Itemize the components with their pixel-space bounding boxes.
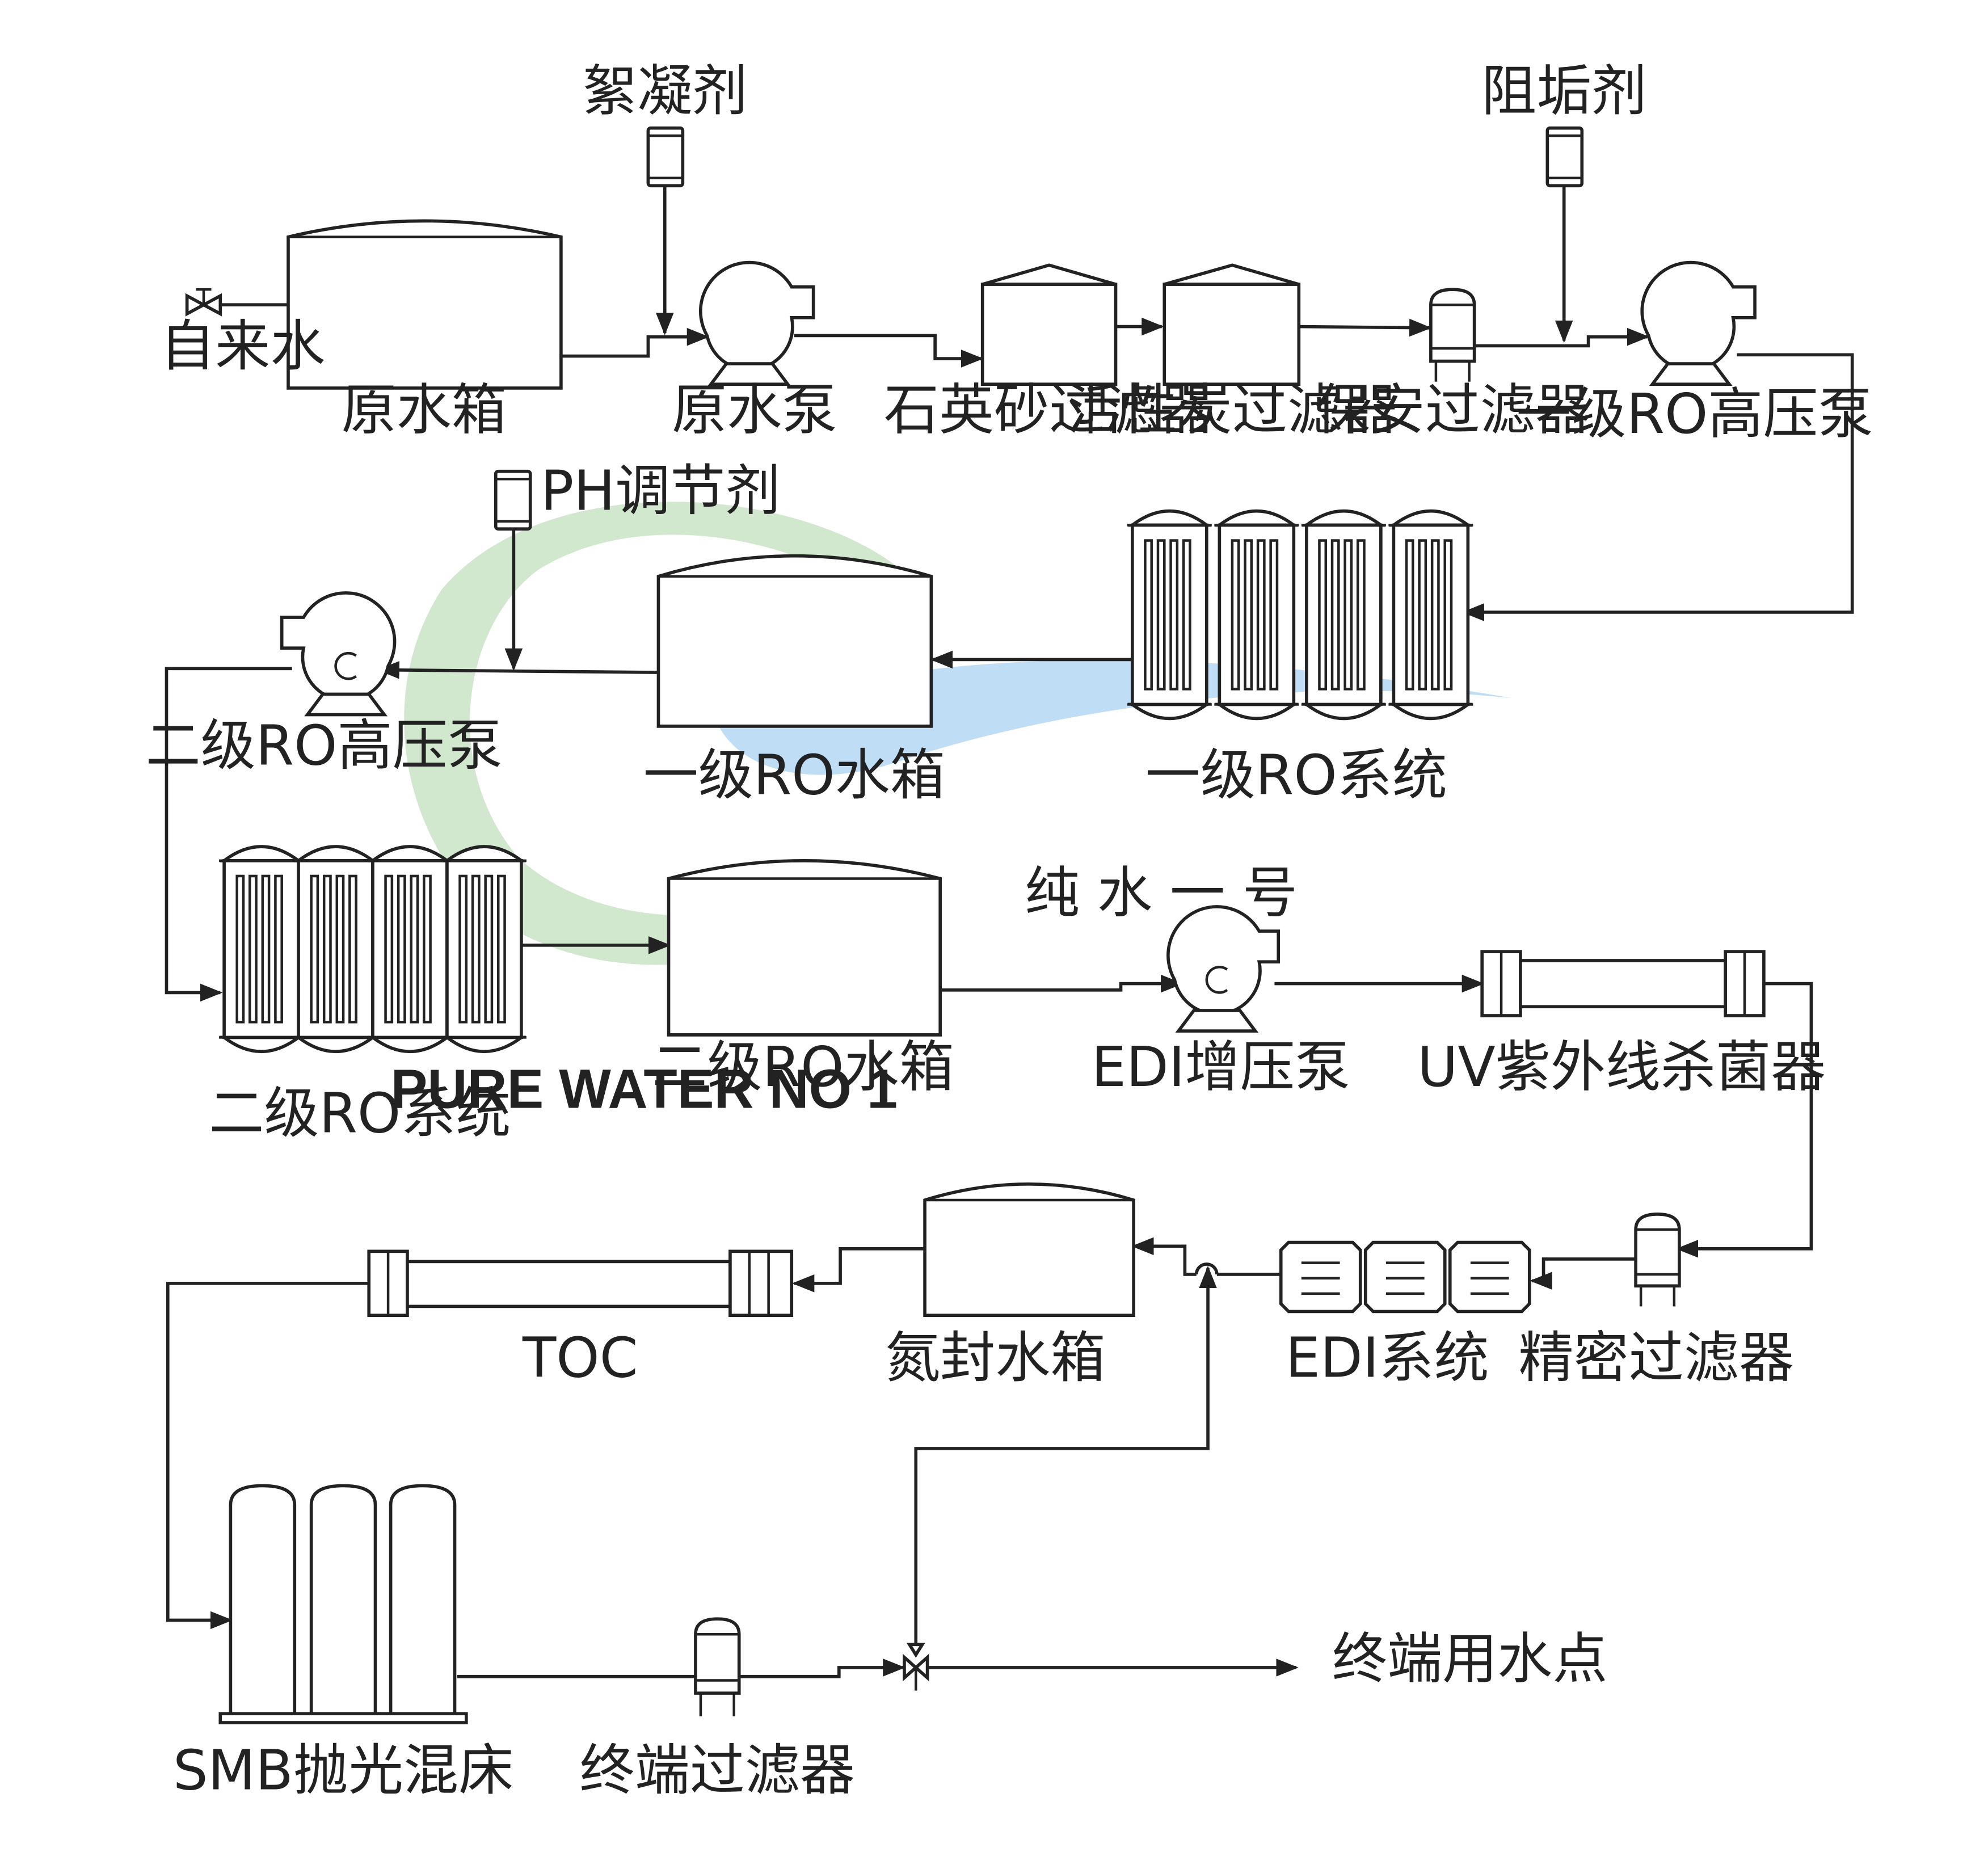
membrane-vessel <box>367 845 452 1053</box>
uv-sterilizer <box>1480 950 1766 1017</box>
label-ro2-tank: 二级RO水箱 <box>652 1035 954 1099</box>
label-carbon-filter: 活性炭过滤器 <box>1067 378 1397 442</box>
edi-module <box>1448 1240 1531 1314</box>
ro2-high-pressure-pump <box>280 591 397 717</box>
label-security-filter: 保安过滤器 <box>1315 378 1590 442</box>
edi-module <box>1363 1240 1447 1314</box>
toc-unit <box>367 1249 794 1318</box>
antiscalant-dosing-tank <box>1545 126 1584 188</box>
three-way-valve-icon <box>903 1643 929 1691</box>
activated-carbon-filter <box>1163 263 1301 386</box>
membrane-vessel <box>293 845 378 1053</box>
label-ro1-pump: 一级RO高压泵 <box>1516 382 1873 446</box>
label-uv: UV紫外线杀菌器 <box>1417 1035 1826 1099</box>
membrane-vessel <box>1214 509 1299 720</box>
nitrogen-sealed-tank <box>923 1182 1135 1318</box>
watermark-green-arc <box>404 502 916 965</box>
membrane-vessel <box>1301 509 1386 720</box>
label-smb: SMB抛光混床 <box>173 1738 513 1802</box>
label-sand-filter: 石英砂过滤器 <box>884 378 1214 442</box>
quartz-sand-filter <box>980 263 1118 386</box>
edi-module-system <box>1279 1240 1531 1314</box>
membrane-vessel <box>1388 509 1473 720</box>
edi-booster-pump <box>1166 905 1281 1033</box>
label-city-water: 自来水 <box>160 314 325 378</box>
label-n2-tank: 氮封水箱 <box>885 1326 1105 1390</box>
label-edi-pump: EDI增压泵 <box>1092 1035 1350 1099</box>
membrane-vessel <box>441 845 527 1053</box>
edi-module <box>1279 1240 1362 1314</box>
label-precision-filter: 精密过滤器 <box>1519 1326 1794 1390</box>
ro1-high-pressure-pump <box>1640 260 1757 386</box>
watermark-brand-cn: 纯 水 一 号 <box>1025 861 1298 925</box>
label-ro2-pump: 二级RO高压泵 <box>146 714 503 778</box>
security-cartridge-filter <box>1429 288 1476 382</box>
label-ro1-tank: 一级RO水箱 <box>643 743 945 807</box>
label-ro2-system: 二级RO系统 <box>209 1081 511 1145</box>
membrane-vessel <box>1127 509 1212 720</box>
label-antiscalant: 阻垢剂 <box>1481 59 1646 123</box>
ro2-membrane-system <box>219 845 527 1053</box>
label-raw-pump: 原水泵 <box>672 378 837 442</box>
ro2-water-tank <box>667 859 942 1037</box>
pipes <box>165 187 1854 1678</box>
watermark-brand-en: PURE WATER NO 1 <box>391 1058 898 1120</box>
membrane-vessel <box>219 845 304 1053</box>
raw-water-tank <box>287 219 563 390</box>
label-edi-system: EDI系统 <box>1286 1326 1489 1390</box>
label-flocculant: 絮凝剂 <box>582 59 747 123</box>
ph-dosing-tank <box>494 469 532 531</box>
label-toc: TOC <box>522 1326 638 1390</box>
label-terminal-filter: 终端过滤器 <box>580 1738 855 1802</box>
ro1-water-tank <box>656 554 933 728</box>
smb-polishing-mixed-bed <box>218 1484 468 1724</box>
precision-filter <box>1634 1213 1681 1307</box>
label-ph-agent: PH调节剂 <box>541 458 781 523</box>
labels: 自来水 原水箱 絮凝剂 原水泵 石英砂过滤器 活性炭过滤器 保安过滤器 阻垢剂 … <box>146 59 1873 1802</box>
label-use-point: 终端用水点 <box>1332 1627 1607 1691</box>
raw-water-pump <box>698 260 815 386</box>
flocculant-dosing-tank <box>646 126 685 188</box>
ro1-membrane-system <box>1127 509 1473 720</box>
inlet-valve-icon <box>185 288 222 317</box>
terminal-filter <box>694 1617 741 1716</box>
label-raw-tank: 原水箱 <box>342 378 507 442</box>
label-ro1-system: 一级RO系统 <box>1145 743 1447 807</box>
